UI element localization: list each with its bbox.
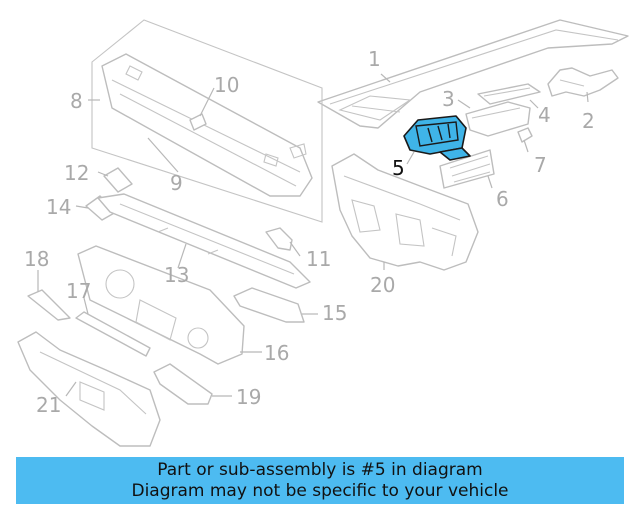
leader-lines — [37, 73, 589, 397]
part-10-clip — [189, 113, 207, 131]
part-17-strip — [75, 311, 151, 357]
part-13-crossmember — [97, 193, 311, 289]
part-19-bracket — [153, 363, 213, 405]
part-12-bracket — [103, 167, 133, 193]
part-20-dash-panel — [331, 153, 479, 271]
callout-21: 21 — [36, 393, 61, 417]
callout-17: 17 — [66, 279, 91, 303]
part-1-cowl-top — [317, 19, 629, 129]
caption-banner: Part or sub-assembly is #5 in diagram Di… — [16, 457, 624, 504]
part-9-cowl-panel — [101, 53, 313, 197]
part-15-bracket — [233, 287, 305, 323]
part-21-insulator — [17, 331, 161, 447]
callout-1: 1 — [368, 47, 381, 71]
callout-13: 13 — [164, 263, 189, 287]
part-7-clip — [517, 127, 533, 143]
callout-12: 12 — [64, 161, 89, 185]
callout-4: 4 — [538, 103, 551, 127]
callout-7: 7 — [534, 153, 547, 177]
part-3-seal — [465, 101, 531, 137]
part-11-fastener — [265, 227, 293, 251]
callout-6: 6 — [496, 187, 509, 211]
part-5-highlighted — [403, 115, 471, 161]
caption-line-1: Part or sub-assembly is #5 in diagram — [157, 459, 483, 480]
caption-line-2: Diagram may not be specific to your vehi… — [131, 480, 509, 501]
part-8-box — [91, 19, 323, 223]
callout-18: 18 — [24, 247, 49, 271]
parts-diagram: 1 2 3 4 5 6 7 8 9 10 11 12 13 14 15 16 1… — [17, 19, 629, 447]
part-4-grille — [477, 83, 541, 105]
callout-11: 11 — [306, 247, 331, 271]
callout-20: 20 — [370, 273, 395, 297]
callout-5: 5 — [392, 156, 405, 180]
callout-9: 9 — [170, 171, 183, 195]
callout-10: 10 — [214, 73, 239, 97]
callout-2: 2 — [582, 109, 595, 133]
part-16-insulator — [77, 245, 245, 365]
callout-14: 14 — [46, 195, 71, 219]
part-2-bracket — [547, 67, 619, 97]
callout-19: 19 — [236, 385, 261, 409]
callout-3: 3 — [442, 87, 455, 111]
callout-16: 16 — [264, 341, 289, 365]
callout-8: 8 — [70, 89, 83, 113]
part-18-bracket — [27, 289, 71, 321]
callout-15: 15 — [322, 301, 347, 325]
part-6-vent — [439, 149, 495, 189]
